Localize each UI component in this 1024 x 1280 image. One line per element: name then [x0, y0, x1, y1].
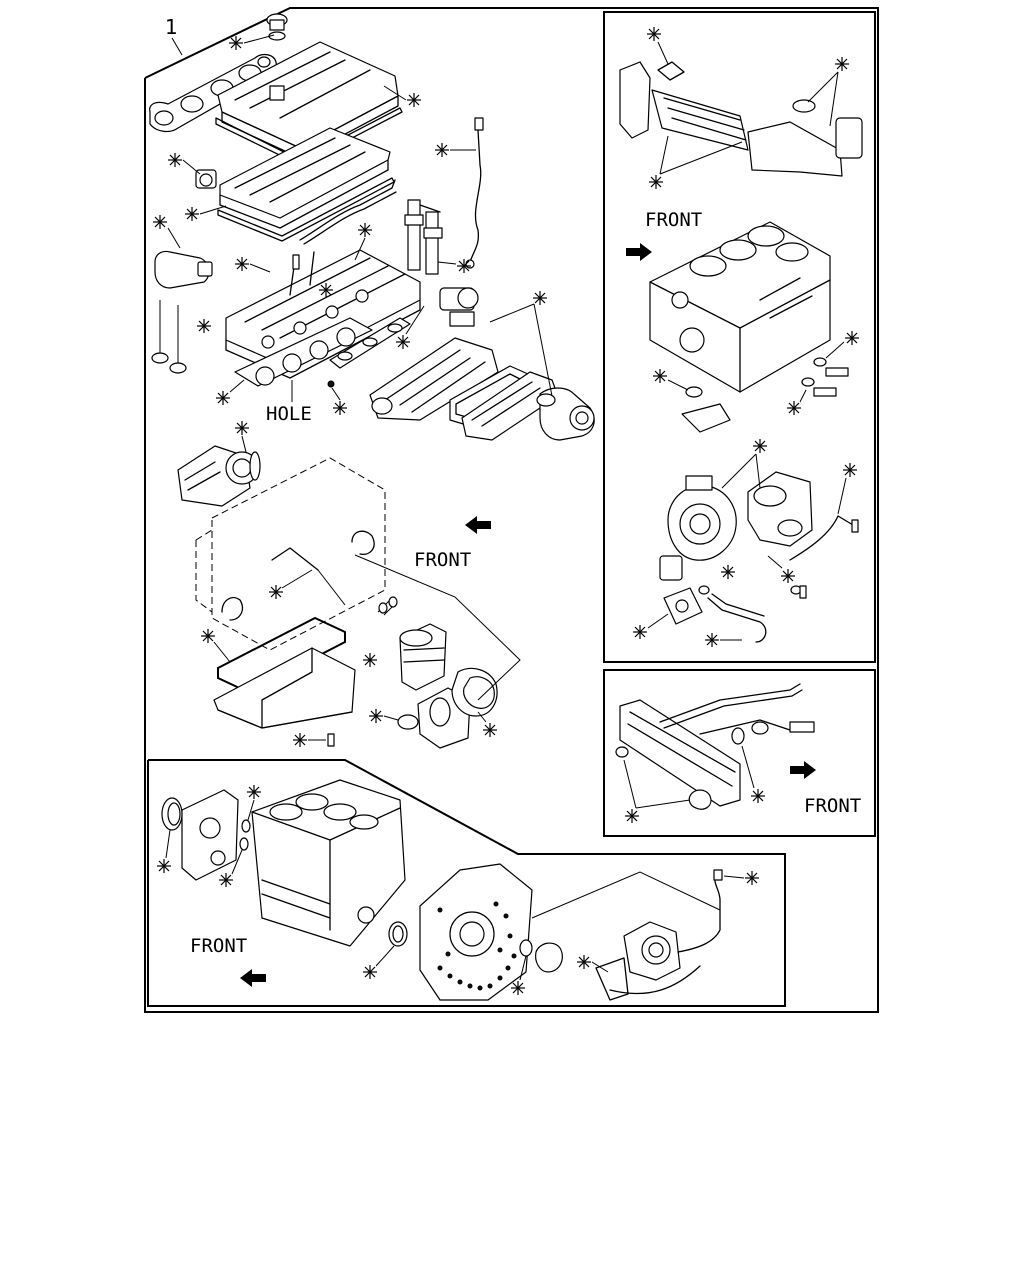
vacuum-pump — [595, 921, 681, 1001]
main-frame — [144, 7, 879, 1013]
turbo-oil-return-pipe — [698, 585, 767, 643]
exhaust-manifold-gasket — [329, 317, 411, 369]
timing-case-o-rings — [239, 819, 251, 851]
intake-manifold-gasket — [149, 53, 277, 133]
vacuum-pump-oil-line — [609, 869, 723, 995]
cylinder-head-gasket — [234, 317, 373, 388]
water-outlet — [151, 250, 213, 374]
front-indicator-inset-mid: FRONT — [790, 761, 861, 817]
hole-label: HOLE — [266, 403, 312, 425]
front-indicator-main: FRONT — [414, 516, 491, 571]
oil-filler-cap — [266, 13, 288, 41]
inset-frame-egr-block-turbo — [603, 11, 876, 663]
callout-1: 1 — [165, 15, 183, 56]
asterisk-markers-main — [152, 34, 553, 748]
asterisk-markers-inset-top — [632, 26, 860, 648]
timing-gear-case — [181, 789, 239, 881]
flywheel-housing — [419, 863, 533, 1001]
exhaust-manifold — [369, 337, 499, 421]
callout-number: 1 — [165, 15, 178, 39]
thermostat-housing — [195, 169, 217, 189]
block-plugs-and-bolts — [801, 357, 849, 397]
rear-route-leader — [531, 871, 721, 919]
oil-pressure-lines — [377, 596, 398, 616]
front-label-inset-bottom: FRONT — [190, 935, 247, 957]
camshaft-carrier — [219, 127, 391, 229]
egr-valve — [439, 287, 479, 327]
front-indicator-inset-top: FRONT — [626, 209, 702, 261]
inset-frame-water-pipe — [603, 669, 876, 837]
egr-cooler — [619, 61, 863, 177]
inset-frame-rear-housing — [147, 759, 786, 1007]
oil-route-leader — [354, 554, 521, 701]
turbocharger — [659, 475, 737, 581]
water-pipe-assembly — [619, 683, 815, 807]
injectors — [404, 199, 443, 275]
water-pipe-o-rings — [615, 727, 745, 810]
intake-manifold — [461, 371, 559, 441]
oil-pan — [213, 647, 356, 747]
oil-cooler-gasket — [451, 667, 498, 717]
cylinder-block-rear-inset — [251, 779, 406, 947]
housing-bolt-pattern — [437, 901, 517, 991]
egr-pipe — [299, 179, 397, 245]
rear-oil-seal — [388, 921, 408, 947]
cylinder-head-cover — [217, 41, 399, 159]
cylinder-block — [195, 457, 386, 651]
hole-callout: HOLE — [266, 380, 312, 425]
turbo-gasket-flange — [663, 587, 703, 625]
oil-filter — [399, 623, 447, 691]
front-label-inset-mid: FRONT — [804, 795, 861, 817]
fuel-injection-pump — [177, 445, 261, 507]
asterisk-markers-inset-bottom — [156, 784, 760, 996]
front-label-main: FRONT — [414, 549, 471, 571]
cylinder-block-inset — [649, 221, 831, 393]
front-oil-seal — [161, 797, 183, 831]
turbo-outlet-elbow — [747, 471, 813, 547]
oil-pan-gasket — [217, 616, 346, 694]
turbo-oil-line — [789, 515, 859, 599]
front-label-inset-top: FRONT — [645, 209, 702, 231]
cylinder-head — [225, 249, 421, 379]
throttle-body — [536, 387, 595, 441]
oil-strainer — [681, 386, 731, 433]
asterisk-markers-inset-mid — [623, 745, 766, 824]
injector-leak-pipe — [465, 117, 484, 269]
front-indicator-inset-bottom: FRONT — [190, 935, 266, 987]
